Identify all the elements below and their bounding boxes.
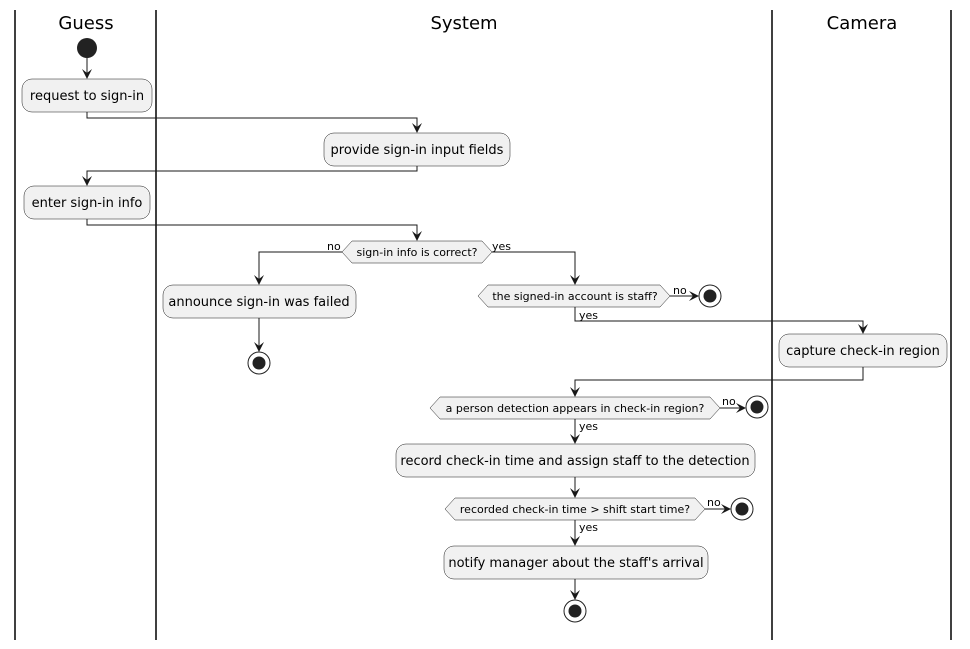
label-is-staff-no: no bbox=[673, 284, 687, 297]
edge-info-no bbox=[254, 251, 342, 285]
activity-capture-region-label: capture check-in region bbox=[786, 344, 940, 359]
label-person-detected-yes: yes bbox=[579, 420, 598, 433]
label-info-correct-yes: yes bbox=[492, 240, 511, 253]
label-late-checkin-yes: yes bbox=[579, 521, 598, 534]
stop-node-final-inner bbox=[568, 604, 582, 618]
stop-node-on-time-inner bbox=[735, 502, 749, 516]
activity-provide-fields-label: provide sign-in input fields bbox=[331, 143, 504, 158]
stop-node-not-staff-inner bbox=[703, 289, 717, 303]
decision-is-staff-label: the signed-in account is staff? bbox=[492, 290, 658, 303]
edge-staff-yes bbox=[574, 307, 868, 334]
edge-capture-decision bbox=[570, 367, 864, 397]
decision-late-checkin-label: recorded check-in time > shift start tim… bbox=[460, 503, 690, 516]
label-person-detected-no: no bbox=[722, 395, 736, 408]
stop-node-failed-inner bbox=[252, 356, 266, 370]
lane-title-camera: Camera bbox=[827, 13, 898, 34]
stop-node-no-person-inner bbox=[750, 400, 764, 414]
decision-person-detected-label: a person detection appears in check-in r… bbox=[446, 402, 705, 415]
activity-notify-manager-label: notify manager about the staff's arrival bbox=[448, 556, 703, 571]
edge-info-yes bbox=[492, 251, 580, 285]
label-is-staff-yes: yes bbox=[579, 309, 598, 322]
activity-enter-info-label: enter sign-in info bbox=[32, 196, 143, 211]
lane-title-system: System bbox=[430, 13, 497, 34]
activity-request-signin-label: request to sign-in bbox=[30, 89, 144, 104]
activity-announce-failed-label: announce sign-in was failed bbox=[168, 295, 349, 310]
edge-request-provide bbox=[86, 112, 422, 133]
label-late-checkin-no: no bbox=[707, 496, 721, 509]
edge-enter-decision bbox=[86, 219, 422, 241]
edge-provide-enter bbox=[82, 166, 418, 186]
label-info-correct-no: no bbox=[327, 240, 341, 253]
activity-notify-manager bbox=[443, 545, 709, 580]
start-node bbox=[77, 38, 97, 58]
activity-record-time-label: record check-in time and assign staff to… bbox=[400, 454, 749, 469]
lane-title-guess: Guess bbox=[58, 13, 113, 34]
decision-info-correct-label: sign-in info is correct? bbox=[357, 246, 478, 259]
